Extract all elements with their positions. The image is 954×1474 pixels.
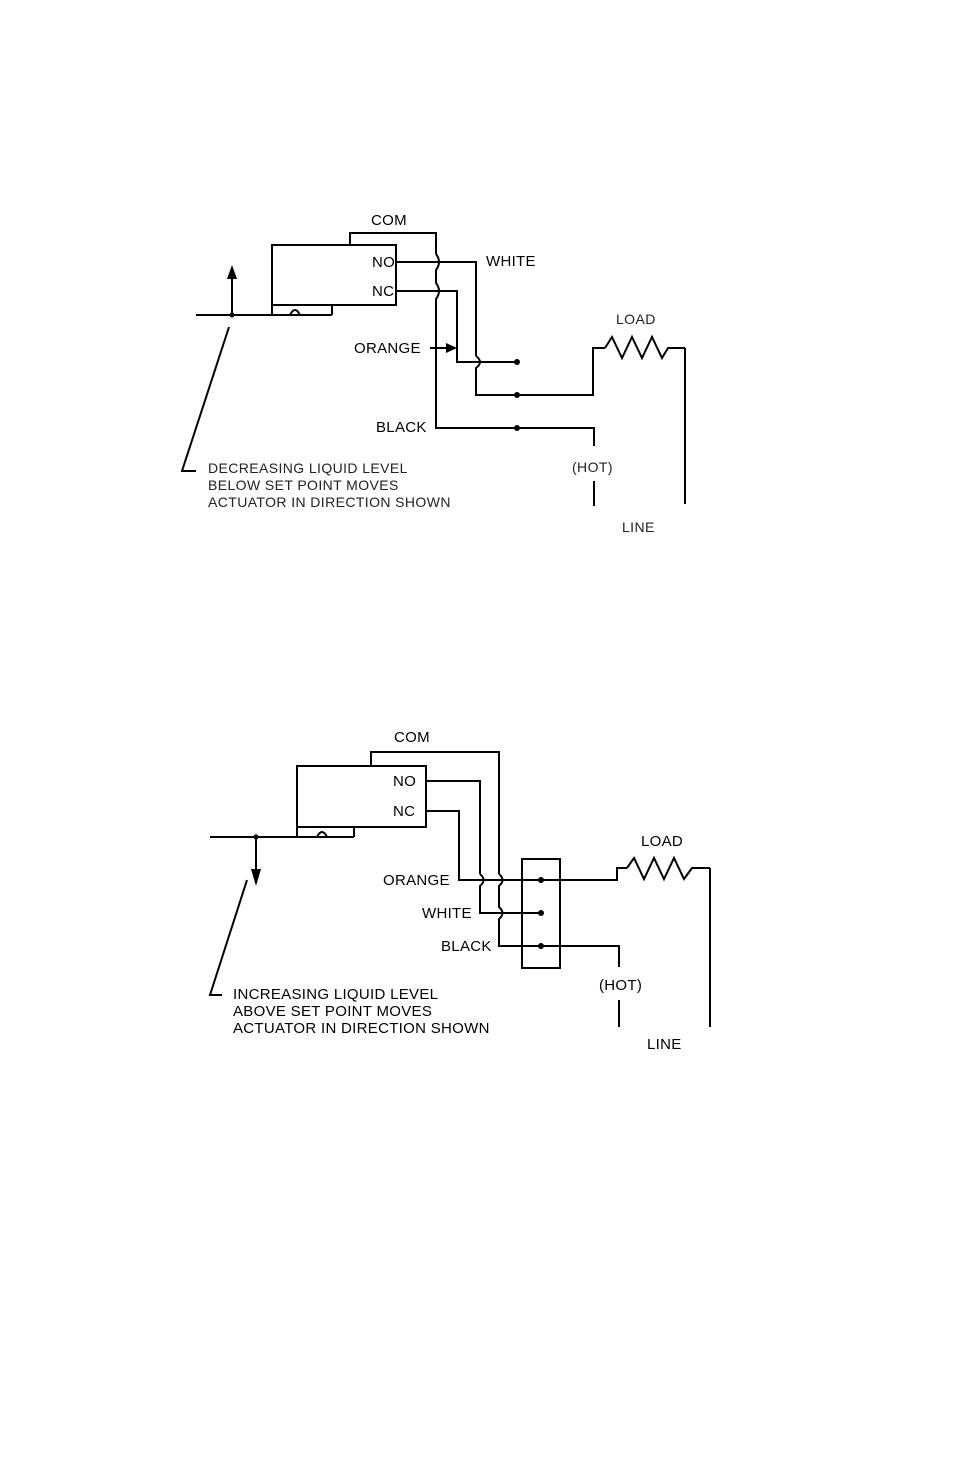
bottom-nc-label: NC	[393, 803, 415, 820]
top-black-label: BLACK	[376, 419, 427, 436]
bottom-actuator-pivot	[254, 835, 259, 840]
bottom-note-leader	[210, 880, 247, 995]
top-actuator-pivot	[230, 313, 235, 318]
top-line-label: LINE	[622, 519, 655, 535]
bottom-note-line-3: ACTUATOR IN DIRECTION SHOWN	[233, 1020, 490, 1037]
bottom-direction-arrow-down-icon	[251, 869, 261, 886]
top-com-wire	[350, 233, 436, 254]
top-actuator-pad	[272, 305, 332, 315]
top-load-label: LOAD	[616, 311, 656, 327]
bottom-black-label: BLACK	[441, 938, 492, 955]
bottom-com-label: COM	[394, 729, 430, 746]
top-wiring-diagram: COM NO NC WHITE ORANGE BLACK LOAD (HOT) …	[182, 212, 685, 535]
top-direction-arrow-up-icon	[227, 265, 237, 279]
bottom-load-label: LOAD	[641, 833, 683, 850]
top-com-label: COM	[371, 212, 407, 229]
top-note-line-2: BELOW SET POINT MOVES	[208, 477, 399, 493]
top-junction-black	[514, 425, 520, 431]
bottom-no-wire	[426, 781, 480, 874]
top-load-resistor-icon	[605, 337, 685, 358]
bottom-note-line-1: INCREASING LIQUID LEVEL	[233, 986, 438, 1003]
bottom-terminal-black	[538, 943, 544, 949]
bottom-hot-label: (HOT)	[599, 977, 642, 994]
top-orange-arrow-icon	[446, 343, 457, 353]
top-note-line-3: ACTUATOR IN DIRECTION SHOWN	[208, 494, 451, 510]
top-no-label: NO	[372, 254, 395, 271]
bottom-orange-label: ORANGE	[383, 872, 450, 889]
top-hot-label: (HOT)	[572, 459, 613, 475]
bottom-terminal-orange	[538, 877, 544, 883]
bottom-note-line-2: ABOVE SET POINT MOVES	[233, 1003, 432, 1020]
top-white-wire	[476, 348, 605, 395]
bottom-white-label: WHITE	[422, 905, 472, 922]
top-black-wire	[436, 254, 594, 446]
bottom-terminal-white	[538, 910, 544, 916]
top-note-line-1: DECREASING LIQUID LEVEL	[208, 460, 408, 476]
bottom-no-label: NO	[393, 773, 416, 790]
top-junction-white	[514, 392, 520, 398]
top-nc-label: NC	[372, 283, 394, 300]
top-orange-label: ORANGE	[354, 340, 421, 357]
bottom-load-resistor-icon	[627, 858, 710, 879]
top-note-leader	[182, 327, 229, 471]
bottom-nc-orange-wire	[426, 811, 627, 880]
top-junction-orange	[514, 359, 520, 365]
bottom-line-label: LINE	[647, 1036, 682, 1053]
bottom-wiring-diagram: COM NO NC ORANGE WHITE BLACK LOAD (HOT) …	[210, 729, 710, 1053]
top-white-label: WHITE	[486, 253, 536, 270]
